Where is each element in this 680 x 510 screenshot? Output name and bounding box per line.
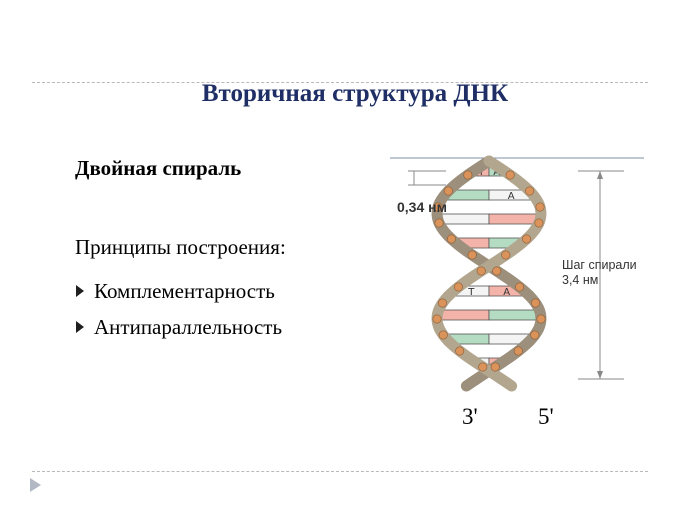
phosphate-dot (490, 362, 500, 372)
phosphate-dot (505, 170, 515, 180)
phosphate-dot (476, 266, 486, 276)
phosphate-dot (530, 330, 540, 340)
principle-complementarity: Комплементарность (94, 278, 275, 303)
pitch-bracket (578, 170, 624, 380)
phosphate-dot (446, 234, 456, 244)
end-label-3: 3' (462, 404, 478, 429)
base-left (436, 309, 490, 321)
principle-antiparallelism: Антипараллельность (94, 314, 283, 339)
phosphate-dot (534, 218, 544, 228)
heading-double-helix: Двойная спираль (75, 156, 242, 180)
end-label-5: 5' (538, 404, 554, 429)
phosphate-dot (433, 202, 443, 212)
phosphate-dot (515, 282, 525, 292)
phosphate-dot (536, 314, 546, 324)
list-item: Комплементарность (76, 273, 282, 309)
pitch-label: Шаг спирали 3,4 нм (562, 258, 637, 287)
base-left (437, 213, 490, 225)
base-pair: А (444, 189, 534, 202)
principles-list: Комплементарность Антипараллельность (76, 273, 282, 345)
base-letter: А (508, 191, 515, 202)
bullet-triangle-icon (76, 285, 84, 297)
triangle-right-icon[interactable] (30, 478, 41, 492)
measure-bracket (408, 170, 446, 186)
phosphate-dot (501, 250, 511, 260)
base-right (488, 309, 542, 321)
top-divider (32, 82, 648, 83)
base-letter: Т (467, 287, 475, 298)
phosphate-dot (434, 218, 444, 228)
bullet-triangle-icon (76, 321, 84, 333)
measure-label: 0,34 нм (397, 199, 447, 215)
principles-label: Принципы построения: (75, 235, 286, 259)
phosphate-dot (525, 186, 535, 196)
phosphate-dot (463, 170, 473, 180)
phosphate-dot (453, 282, 463, 292)
base-pair (446, 333, 532, 345)
slide-title: Вторичная структура ДНК (201, 80, 509, 107)
phosphate-dot (513, 346, 523, 356)
phosphate-dot (455, 346, 465, 356)
phosphate-dot (437, 298, 447, 308)
phosphate-dot (443, 186, 453, 196)
phosphate-dot (531, 298, 541, 308)
phosphate-dot (535, 202, 545, 212)
phosphate-dot (438, 330, 448, 340)
phosphate-dot (478, 362, 488, 372)
list-item: Антипараллельность (76, 309, 282, 345)
phosphate-dot (522, 234, 532, 244)
phosphate-dot (467, 250, 477, 260)
base-pair (437, 213, 541, 225)
phosphate-groups (432, 170, 546, 372)
base-pair (436, 309, 542, 321)
base-right (488, 213, 541, 225)
base-letter: А (503, 287, 510, 298)
phosphate-dot (492, 266, 502, 276)
bottom-divider (32, 471, 648, 472)
phosphate-dot (432, 314, 442, 324)
